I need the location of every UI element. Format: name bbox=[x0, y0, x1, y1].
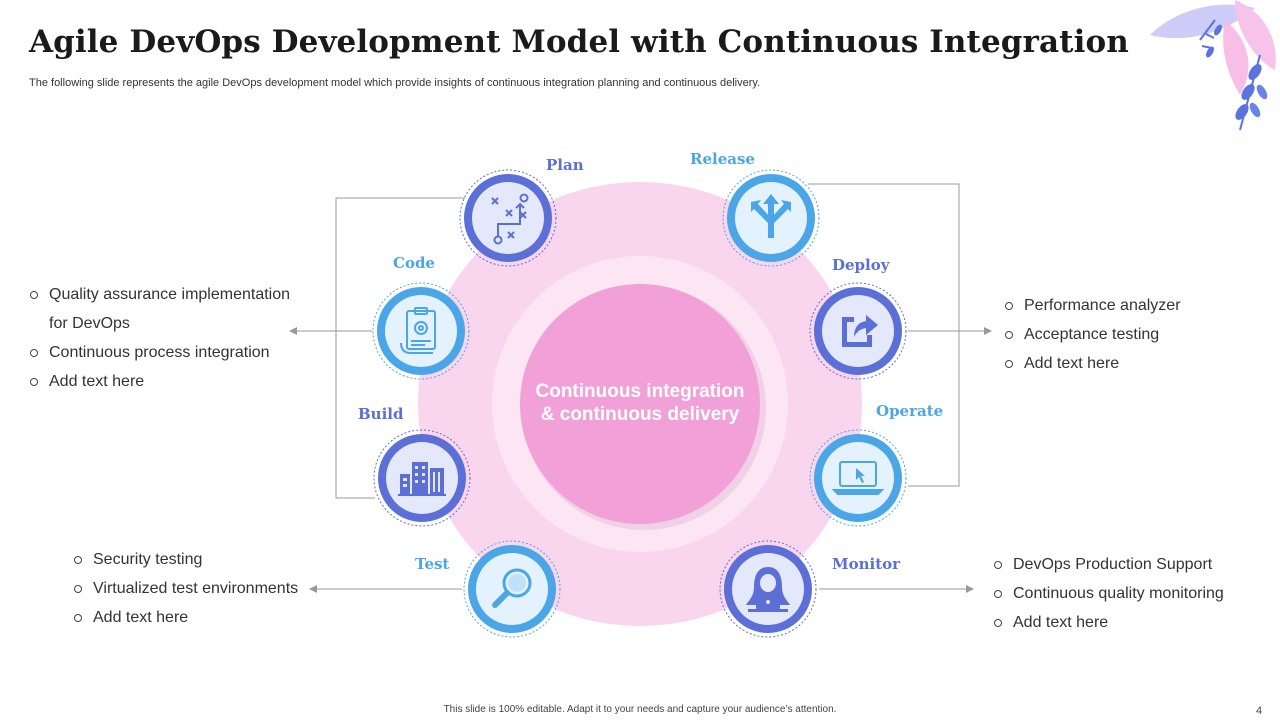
hacker-laptop-icon bbox=[719, 540, 817, 638]
leaf-decoration-icon bbox=[1150, 0, 1276, 131]
deploy-node bbox=[808, 281, 908, 381]
clipboard-gear-icon bbox=[372, 282, 470, 380]
list-item: Quality assurance implementation bbox=[29, 280, 290, 309]
slide-title: Agile DevOps Development Model with Cont… bbox=[29, 24, 1129, 60]
left-bracket-line bbox=[335, 197, 465, 499]
code-node bbox=[371, 281, 471, 381]
stage-label-code: Code bbox=[393, 254, 435, 272]
list-item: DevOps Production Support bbox=[993, 550, 1224, 579]
monitor-bullet-list: DevOps Production Support Continuous qua… bbox=[993, 550, 1224, 637]
stage-label-plan: Plan bbox=[546, 156, 584, 174]
monitor-node bbox=[718, 539, 818, 639]
plan-node bbox=[458, 168, 558, 268]
build-node bbox=[372, 428, 472, 528]
magnifier-icon bbox=[463, 540, 561, 638]
deploy-bullet-list: Performance analyzer Acceptance testing … bbox=[1004, 291, 1181, 378]
list-item: Add text here bbox=[1004, 349, 1181, 378]
stage-label-monitor: Monitor bbox=[832, 555, 901, 573]
share-export-icon bbox=[809, 282, 907, 380]
buildings-icon bbox=[373, 429, 471, 527]
stage-label-deploy: Deploy bbox=[832, 256, 890, 274]
list-item: Continuous quality monitoring bbox=[993, 579, 1224, 608]
stage-label-operate: Operate bbox=[876, 402, 944, 420]
page-number: 4 bbox=[1256, 705, 1263, 717]
slide-footer: This slide is 100% editable. Adapt it to… bbox=[443, 704, 837, 715]
stage-label-release: Release bbox=[690, 150, 755, 168]
laptop-click-icon bbox=[809, 429, 907, 527]
center-label: Continuous integration & continuous deli… bbox=[520, 380, 760, 426]
list-item: Performance analyzer bbox=[1004, 291, 1181, 320]
strategy-plan-icon bbox=[459, 169, 557, 267]
split-arrows-icon bbox=[722, 169, 820, 267]
test-bullet-list: Security testing Virtualized test enviro… bbox=[73, 545, 298, 632]
list-item: Security testing bbox=[73, 545, 298, 574]
list-item: Add text here bbox=[73, 603, 298, 632]
center-circle bbox=[520, 284, 760, 524]
stage-label-test: Test bbox=[415, 555, 450, 573]
right-bracket-line bbox=[808, 183, 960, 487]
center-label-line1: Continuous integration bbox=[535, 381, 745, 402]
stage-label-build: Build bbox=[358, 405, 404, 423]
test-node bbox=[462, 539, 562, 639]
release-node bbox=[721, 168, 821, 268]
slide-subtitle: The following slide represents the agile… bbox=[29, 77, 761, 89]
center-label-line2: & continuous delivery bbox=[540, 404, 740, 425]
list-item-continuation: for DevOps bbox=[49, 315, 130, 332]
list-item: Add text here bbox=[29, 367, 290, 396]
list-item: Continuous process integration bbox=[29, 338, 290, 367]
list-item: Virtualized test environments bbox=[73, 574, 298, 603]
operate-node bbox=[808, 428, 908, 528]
list-item: Acceptance testing bbox=[1004, 320, 1181, 349]
list-item: Add text here bbox=[993, 608, 1224, 637]
code-bullet-list: Quality assurance implementation for Dev… bbox=[29, 280, 290, 396]
